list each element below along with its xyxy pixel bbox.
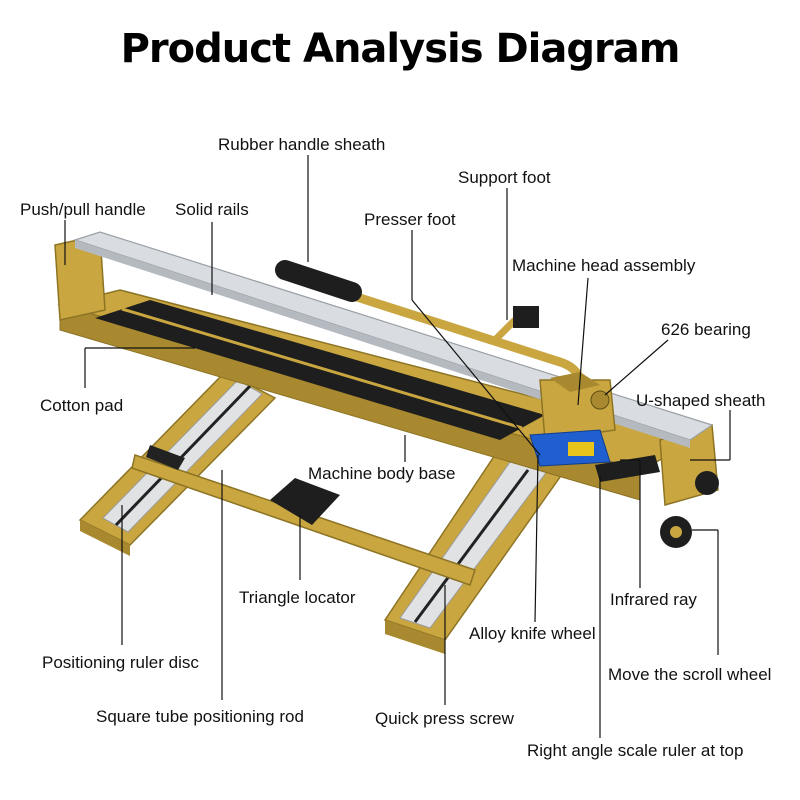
label-u-shaped-sheath: U-shaped sheath: [636, 391, 766, 410]
label-626-bearing: 626 bearing: [661, 320, 751, 339]
label-presser-foot: Presser foot: [364, 210, 456, 229]
label-support-foot: Support foot: [458, 168, 551, 187]
square-tube-rod: [131, 445, 476, 586]
label-triangle-locator: Triangle locator: [239, 588, 356, 607]
label-square-tube-positioning-rod: Square tube positioning rod: [96, 707, 304, 726]
right-angle-ruler: [595, 455, 660, 482]
right-extension-arm: [383, 454, 567, 654]
label-quick-press-screw: Quick press screw: [375, 709, 514, 728]
machine-base: [54, 234, 719, 506]
label-solid-rails: Solid rails: [175, 200, 249, 219]
label-positioning-ruler-disc: Positioning ruler disc: [42, 653, 199, 672]
page-title: Product Analysis Diagram: [120, 26, 681, 72]
label-cotton-pad: Cotton pad: [40, 396, 124, 415]
triangle-locator: [270, 478, 340, 525]
label-alloy-knife-wheel: Alloy knife wheel: [469, 624, 596, 643]
label-move-scroll-wheel: Move the scroll wheel: [608, 665, 772, 684]
label-machine-body-base: Machine body base: [308, 464, 456, 483]
label-infrared-ray: Infrared ray: [610, 590, 697, 609]
label-rubber-handle-sheath: Rubber handle sheath: [218, 135, 386, 154]
label-push-pull-handle: Push/pull handle: [20, 200, 146, 219]
label-machine-head-assembly: Machine head assembly: [512, 256, 696, 275]
leader-lines: [64, 155, 731, 738]
push-pull-handle: [275, 260, 586, 400]
label-right-angle-scale-ruler: Right angle scale ruler at top: [527, 741, 744, 760]
scroll-wheels: [660, 471, 719, 548]
machine-head: [529, 372, 616, 467]
